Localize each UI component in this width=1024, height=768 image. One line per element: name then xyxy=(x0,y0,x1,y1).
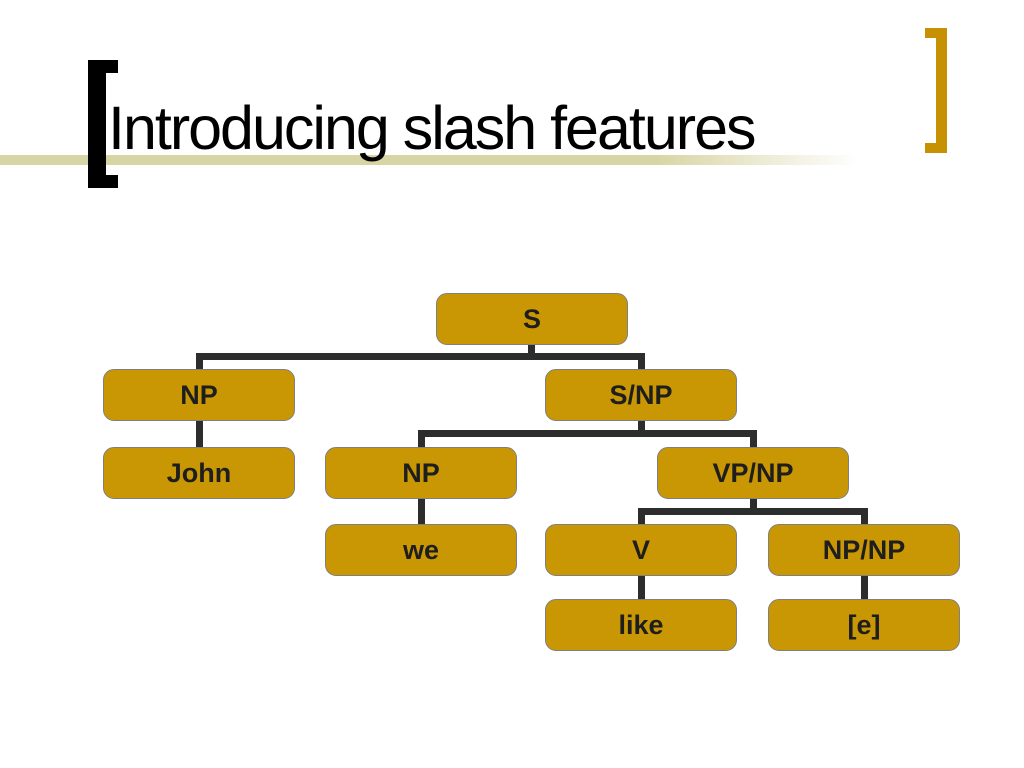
connector-s-horizontal xyxy=(196,353,645,360)
close-bracket-icon xyxy=(925,28,947,153)
connector-snp-horizontal xyxy=(418,430,757,437)
slide-title: Introducing slash features xyxy=(108,94,757,162)
open-bracket-icon xyxy=(88,60,118,188)
connector-snp-to-vpnp xyxy=(750,430,757,447)
connector-snp-stub xyxy=(638,421,645,437)
tree-node-we: we xyxy=(325,524,517,576)
connector-s-to-snp xyxy=(638,353,645,370)
tree-node-np-slash-np: NP/NP xyxy=(768,524,960,576)
connector-npnp-to-e xyxy=(861,576,868,599)
connector-v-to-like xyxy=(638,576,645,599)
connector-snp-to-np xyxy=(418,430,425,447)
tree-node-vp-slash-np: VP/NP xyxy=(657,447,849,499)
connector-np-to-we xyxy=(418,499,425,524)
connector-vpnp-stub xyxy=(750,499,757,515)
connector-np-to-john xyxy=(196,421,203,447)
accent-line xyxy=(0,155,1024,165)
tree-node-np-we: NP xyxy=(325,447,517,499)
tree-node-s: S xyxy=(436,293,628,345)
tree-node-np-subject: NP xyxy=(103,369,295,421)
connector-vpnp-to-npnp xyxy=(861,508,868,525)
connector-vpnp-to-v xyxy=(638,508,645,525)
connector-vpnp-horizontal xyxy=(638,508,868,515)
tree-node-v: V xyxy=(545,524,737,576)
tree-node-s-slash-np: S/NP xyxy=(545,369,737,421)
tree-node-like: like xyxy=(545,599,737,651)
tree-node-empty: [e] xyxy=(768,599,960,651)
connector-s-stub xyxy=(528,345,535,360)
tree-node-john: John xyxy=(103,447,295,499)
connector-s-to-np xyxy=(196,353,203,370)
